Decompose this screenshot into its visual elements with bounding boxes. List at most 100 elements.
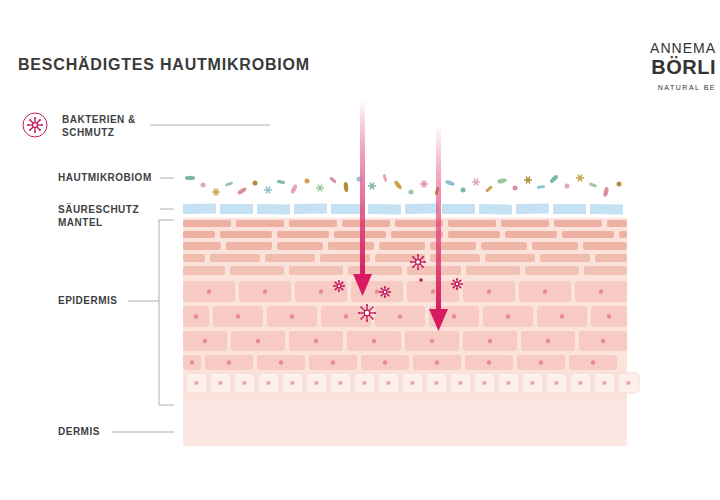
bacteria-tip — [417, 254, 419, 256]
acid-mantle-piece — [590, 204, 623, 215]
bacteria-tip — [334, 289, 336, 291]
microbe — [445, 179, 456, 187]
leader-line — [150, 125, 270, 126]
horny-cell — [379, 242, 425, 250]
epidermis-cell — [257, 355, 305, 370]
microbe — [393, 180, 403, 191]
basal-cell — [282, 373, 303, 393]
microbe — [201, 183, 206, 188]
epidermis-cell — [569, 355, 617, 370]
cell-nucleus — [591, 360, 595, 364]
horny-cell — [348, 266, 402, 275]
epidermis-cell — [521, 331, 575, 351]
epidermis-cell — [347, 331, 401, 351]
acid-mantle-piece — [516, 203, 549, 214]
epidermis-cell — [517, 355, 565, 370]
cell-nucleus — [531, 381, 535, 385]
bacteria-tip — [343, 285, 345, 287]
bacteria-tip — [366, 320, 368, 322]
bacteria-tip — [460, 287, 462, 289]
cell-nucleus — [601, 339, 605, 343]
horny-cell — [265, 254, 315, 262]
microbe — [305, 179, 310, 184]
penetration-arrow — [353, 274, 372, 296]
bacteria-tip — [34, 117, 36, 119]
cell-nucleus — [487, 289, 491, 293]
layer-label: EPIDERMIS — [58, 295, 118, 306]
microbiome — [185, 174, 622, 198]
cell-nucleus — [579, 381, 583, 385]
dirt-dot — [419, 278, 423, 282]
bacteria-tip — [422, 256, 424, 258]
cell-nucleus — [435, 381, 439, 385]
cell-nucleus — [227, 360, 231, 364]
diagram-title: BESCHÄDIGTES HAUTMIKROBIOM — [18, 56, 310, 74]
dermis-layer — [183, 398, 627, 446]
bacteria-tip — [388, 287, 390, 289]
leader-line — [160, 209, 174, 210]
horny-cell — [289, 266, 343, 275]
cell-nucleus — [599, 289, 603, 293]
bacteria-tip — [372, 306, 374, 308]
horny-cell — [289, 220, 337, 227]
epidermis-cell — [183, 281, 235, 302]
acid-mantle-piece — [331, 204, 364, 214]
horny-cell — [220, 231, 272, 238]
acid-mantle-piece — [294, 203, 327, 214]
microbe — [216, 189, 218, 192]
microbe — [372, 183, 374, 186]
epidermis-cell — [483, 306, 533, 327]
brand-tagline: NATURAL BE — [658, 84, 716, 91]
cell-nucleus — [483, 381, 487, 385]
epidermis-cell — [519, 281, 571, 302]
bacteria-tip — [358, 312, 360, 314]
epidermis-cell — [213, 306, 263, 327]
cell-nucleus — [194, 314, 198, 318]
cell-nucleus — [543, 289, 547, 293]
microbe — [549, 174, 559, 184]
microbe — [485, 185, 493, 193]
horny-cell — [183, 242, 221, 250]
horny-cell — [481, 242, 527, 250]
horny-cell — [395, 220, 443, 227]
acid-mantle-piece — [553, 204, 586, 214]
cell-nucleus — [555, 381, 559, 385]
cell-nucleus — [539, 360, 543, 364]
bacteria-core — [33, 123, 38, 128]
bacteria-tip — [451, 283, 453, 285]
microbe — [253, 181, 258, 186]
horny-cell — [226, 242, 272, 250]
cell-nucleus — [435, 360, 439, 364]
cell-nucleus — [560, 314, 564, 318]
horny-cell — [607, 220, 627, 227]
epidermis-cell — [579, 331, 627, 351]
horny-cell — [342, 220, 390, 227]
epidermis-bracket — [159, 220, 174, 405]
epidermis-cell — [183, 331, 227, 351]
epidermis-cell — [465, 355, 513, 370]
bacteria-tip — [424, 261, 426, 263]
horny-cell — [485, 254, 535, 262]
cell-nucleus — [398, 314, 402, 318]
microbe — [537, 185, 545, 189]
epidermis-cell — [463, 331, 517, 351]
basal-cell — [498, 373, 519, 393]
bacteria-tip — [360, 318, 362, 320]
bacteria-tip — [456, 278, 458, 280]
microbe — [237, 186, 248, 195]
leader-line — [160, 178, 174, 179]
epidermis-cell — [591, 306, 627, 327]
brand-logo: ANNEMA — [650, 40, 716, 56]
epidermis-cell — [267, 306, 317, 327]
basal-cell — [402, 373, 423, 393]
cell-nucleus — [487, 360, 491, 364]
layer-label: SÄURESCHUTZ MANTEL — [58, 203, 154, 229]
epidermis-cell — [407, 281, 459, 302]
bacteria-tip — [372, 318, 374, 320]
basal-cell — [354, 373, 375, 393]
acid-mantle-piece — [368, 204, 401, 215]
bacteria-core — [455, 282, 459, 286]
microbe — [424, 181, 426, 184]
cell-nucleus — [372, 339, 376, 343]
microbe — [268, 187, 270, 190]
